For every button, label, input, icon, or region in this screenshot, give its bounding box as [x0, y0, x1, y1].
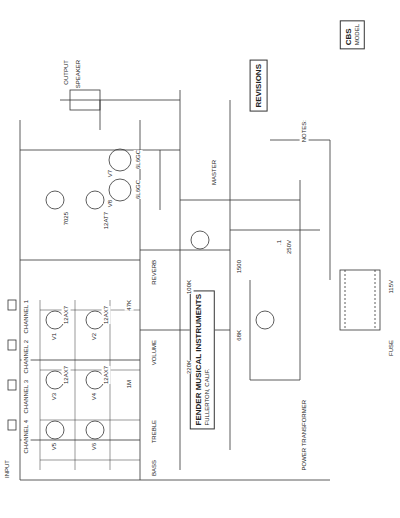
revision-table: REVISIONS — [250, 60, 268, 112]
schematic-label: NOTES: — [300, 120, 309, 142]
schematic-label: V7 — [106, 170, 115, 177]
schematic-label: 220K — [185, 360, 194, 374]
schematic-label: CHANNEL 4 — [22, 420, 31, 453]
schematic-label: 68K — [235, 330, 244, 341]
schematic-label: V6 — [90, 443, 99, 450]
schematic-label: 7025 — [62, 212, 71, 225]
schematic-label: V3 — [50, 393, 59, 400]
schematic-label: 1500 — [235, 260, 244, 273]
schematic-label: V5 — [50, 443, 59, 450]
schematic-label: 100K — [185, 280, 194, 294]
schematic-label: OUTPUT — [62, 60, 71, 85]
schematic-label: VOLUME — [150, 340, 159, 365]
block-text: CBS — [344, 24, 354, 45]
schematic-label: INPUT — [3, 460, 12, 478]
schematic-label: 1M — [125, 380, 134, 388]
schematic-label: BASS — [150, 460, 159, 476]
schematic-label: V4 — [90, 393, 99, 400]
block-text: FULLERTON, CALIF. — [204, 294, 211, 425]
schematic-label: 12AT7 — [102, 212, 111, 229]
schematic-label: V8 — [106, 200, 115, 207]
schematic-label: 12AX7 — [102, 306, 111, 324]
input-jacks — [8, 300, 16, 430]
schematic-label: 12AX7 — [102, 366, 111, 384]
schematic-label: 6L6GC — [134, 180, 143, 199]
schematic-label: 250V — [285, 240, 294, 254]
schematic-label: REVERB — [150, 260, 159, 285]
schematic-label: 47K — [125, 300, 134, 311]
block-text: REVISIONS — [254, 64, 264, 108]
tubes — [46, 149, 274, 439]
schematic-label: MASTER — [210, 160, 219, 185]
block-text: FENDER MUSICAL INSTRUMENTS — [194, 294, 204, 425]
schematic-label: 12AX7 — [62, 366, 71, 384]
schematic-label: V1 — [50, 333, 59, 340]
schematic-label: POWER TRANSFORMER — [300, 400, 309, 471]
schematic-label: 6L6GC — [134, 150, 143, 169]
schematic-label: FUSE — [387, 340, 396, 356]
schematic-label: .1 — [275, 240, 284, 245]
schematic-label: 12AX7 — [62, 306, 71, 324]
transformers — [70, 90, 380, 330]
schematic-label: V2 — [90, 333, 99, 340]
maker-block: CBSMODEL — [340, 20, 365, 49]
block-text: MODEL — [354, 24, 361, 45]
title-block: FENDER MUSICAL INSTRUMENTSFULLERTON, CAL… — [190, 290, 215, 429]
schematic-label: SPEAKER — [74, 60, 83, 88]
schematic-label: 115V — [387, 280, 396, 294]
schematic-label: TREBLE — [150, 420, 159, 443]
schematic-label: CHANNEL 1 — [22, 300, 31, 333]
schematic-label: CHANNEL 3 — [22, 380, 31, 413]
wires — [20, 90, 330, 480]
schematic-label: CHANNEL 2 — [22, 340, 31, 373]
